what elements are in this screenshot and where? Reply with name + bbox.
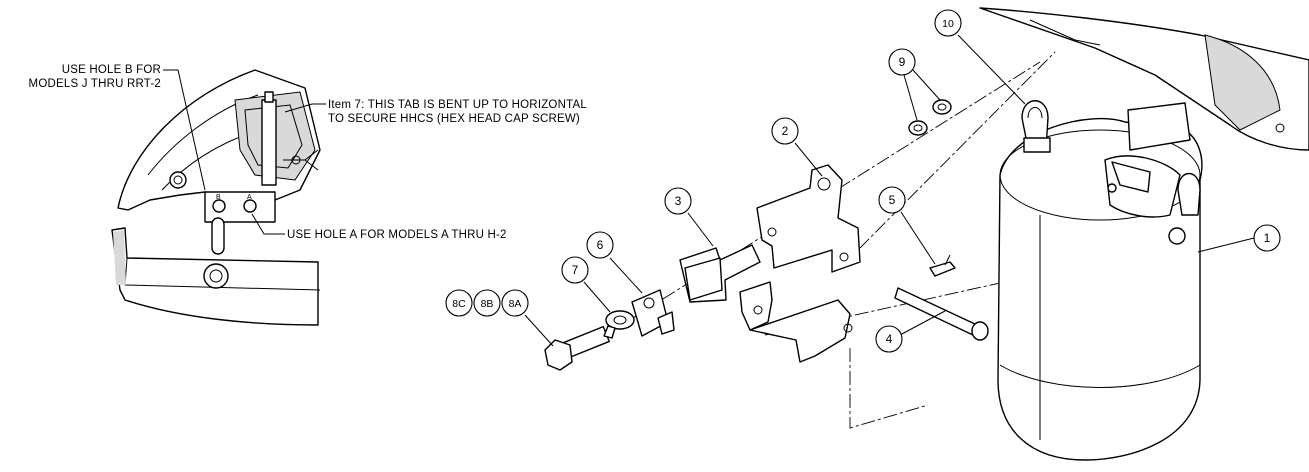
notes: USE HOLE B FOR MODELS J THRU RRT-2 Item … xyxy=(29,64,588,241)
part-1-tank xyxy=(997,102,1203,461)
balloon-4-label: 4 xyxy=(886,332,893,346)
note-item7-line1: Item 7: THIS TAB IS BENT UP TO HORIZONTA… xyxy=(328,99,587,111)
part-8-hex-screw xyxy=(544,325,610,371)
part-5-cotter-pin xyxy=(929,254,956,277)
part-2-hitch-bracket xyxy=(756,164,861,273)
note-item7-line2: TO SECURE HHCS (HEX HEAD CAP SCREW) xyxy=(328,113,580,125)
balloon-1 xyxy=(1253,224,1281,252)
balloon-7 xyxy=(561,256,589,284)
balloon-7-label: 7 xyxy=(572,263,579,277)
balloon-10-label: 10 xyxy=(942,18,954,30)
balloon-8c-label: 8C xyxy=(452,298,466,310)
balloon-8b xyxy=(473,289,501,317)
balloon-2 xyxy=(771,117,799,145)
balloon-1-label: 1 xyxy=(1264,231,1271,245)
part-9-washers xyxy=(908,99,952,136)
balloon-5-label: 5 xyxy=(889,193,896,207)
balloon-2-label: 2 xyxy=(782,124,789,138)
note-hole-a: USE HOLE A FOR MODELS A THRU H-2 xyxy=(287,229,507,241)
balloon-8a xyxy=(501,289,529,317)
balloon-6 xyxy=(586,231,614,259)
detail-view: B A xyxy=(111,69,321,326)
hole-label-b: B xyxy=(216,194,221,201)
balloon-9 xyxy=(888,48,916,76)
part-6-retainer-plate xyxy=(631,289,675,337)
part-4-pin xyxy=(894,287,989,341)
note-hole-b-line2: MODELS J THRU RRT-2 xyxy=(29,78,161,90)
balloon-5 xyxy=(878,186,906,214)
balloon-10 xyxy=(934,9,962,37)
balloon-8c xyxy=(445,289,473,317)
balloon-4 xyxy=(875,325,903,353)
hole-label-a: A xyxy=(247,194,252,201)
balloon-3-label: 3 xyxy=(675,194,682,208)
balloon-8a-label: 8A xyxy=(509,298,522,310)
part-10-shackle xyxy=(1021,100,1201,245)
part-balloons: 1 2 3 4 5 6 7 8C 8B 8A 9 xyxy=(445,9,1281,353)
note-hole-b-line1: USE HOLE B FOR xyxy=(62,64,161,76)
part-7-tab-washer xyxy=(603,310,635,339)
part-3-u-bracket xyxy=(679,244,853,363)
balloon-6-label: 6 xyxy=(597,238,604,252)
vehicle-body-fragment xyxy=(979,7,1309,151)
balloon-8b-label: 8B xyxy=(481,298,494,310)
balloon-3 xyxy=(664,187,692,215)
balloon-9-label: 9 xyxy=(899,55,906,69)
